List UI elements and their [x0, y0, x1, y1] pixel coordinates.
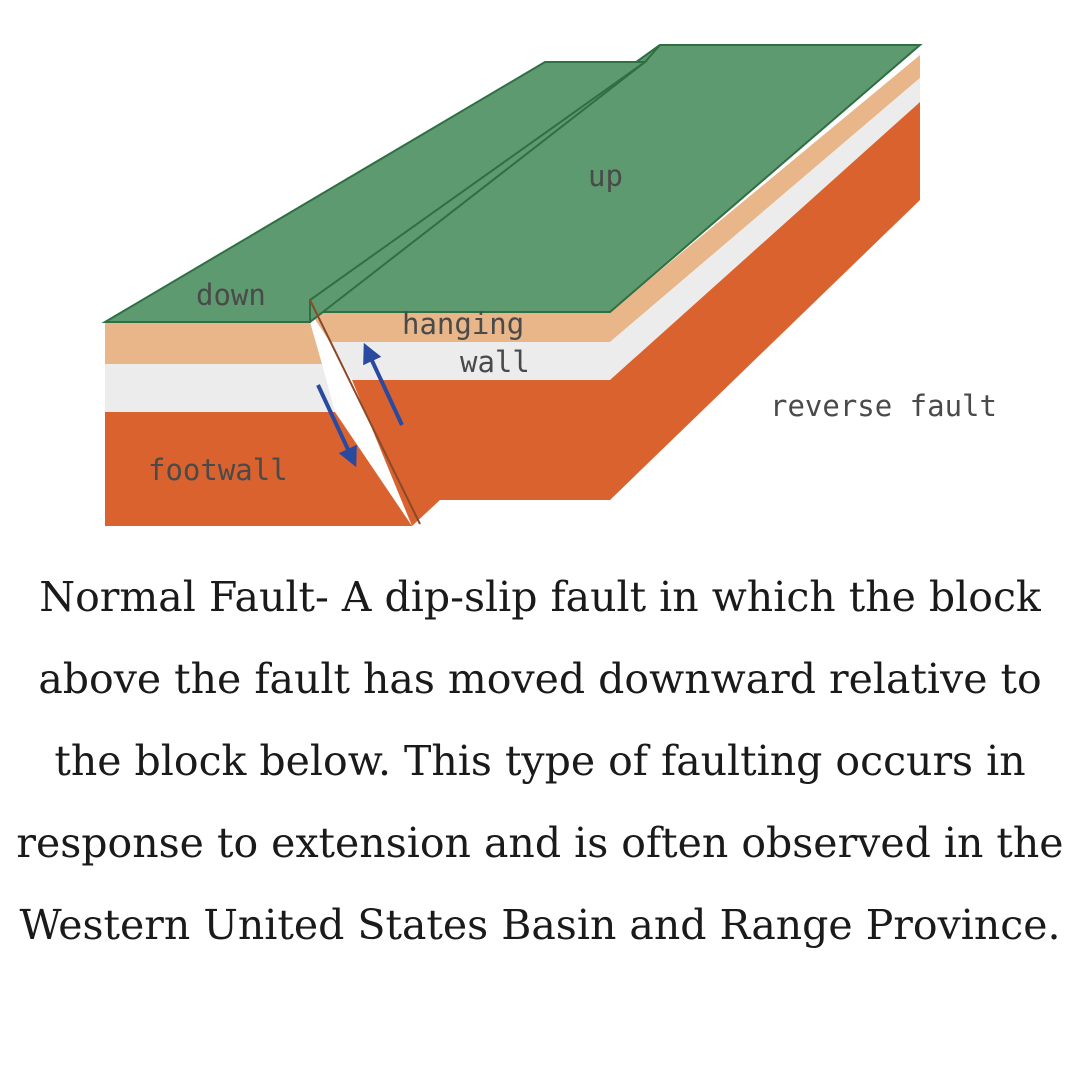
left-block-front-orange	[105, 412, 412, 526]
label-down: down	[196, 278, 266, 312]
left-block-front-tan	[105, 322, 322, 364]
definition-caption: Normal Fault- A dip-slip fault in which …	[16, 573, 1064, 949]
left-block-front-white	[105, 364, 335, 412]
right-block-front-orange	[352, 380, 610, 526]
right-block-side-orange	[610, 102, 920, 500]
arrow-down-icon	[316, 384, 357, 468]
right-block-side-white	[610, 78, 920, 380]
right-block-side-tan	[610, 55, 920, 342]
label-reverse-fault: reverse fault	[770, 389, 997, 423]
label-up: up	[588, 159, 623, 193]
label-footwall: footwall	[148, 453, 288, 487]
label-hanging: hanging	[402, 307, 524, 341]
right-block-front-white	[330, 342, 610, 380]
arrow-up-icon	[363, 342, 404, 426]
fault-line	[309, 299, 421, 525]
left-block-top-surface-main	[101, 61, 649, 323]
label-wall: wall	[460, 345, 530, 379]
fault-block-diagram: up down hanging wall reverse fault footw…	[101, 44, 997, 526]
right-block-front-tan	[310, 312, 610, 342]
